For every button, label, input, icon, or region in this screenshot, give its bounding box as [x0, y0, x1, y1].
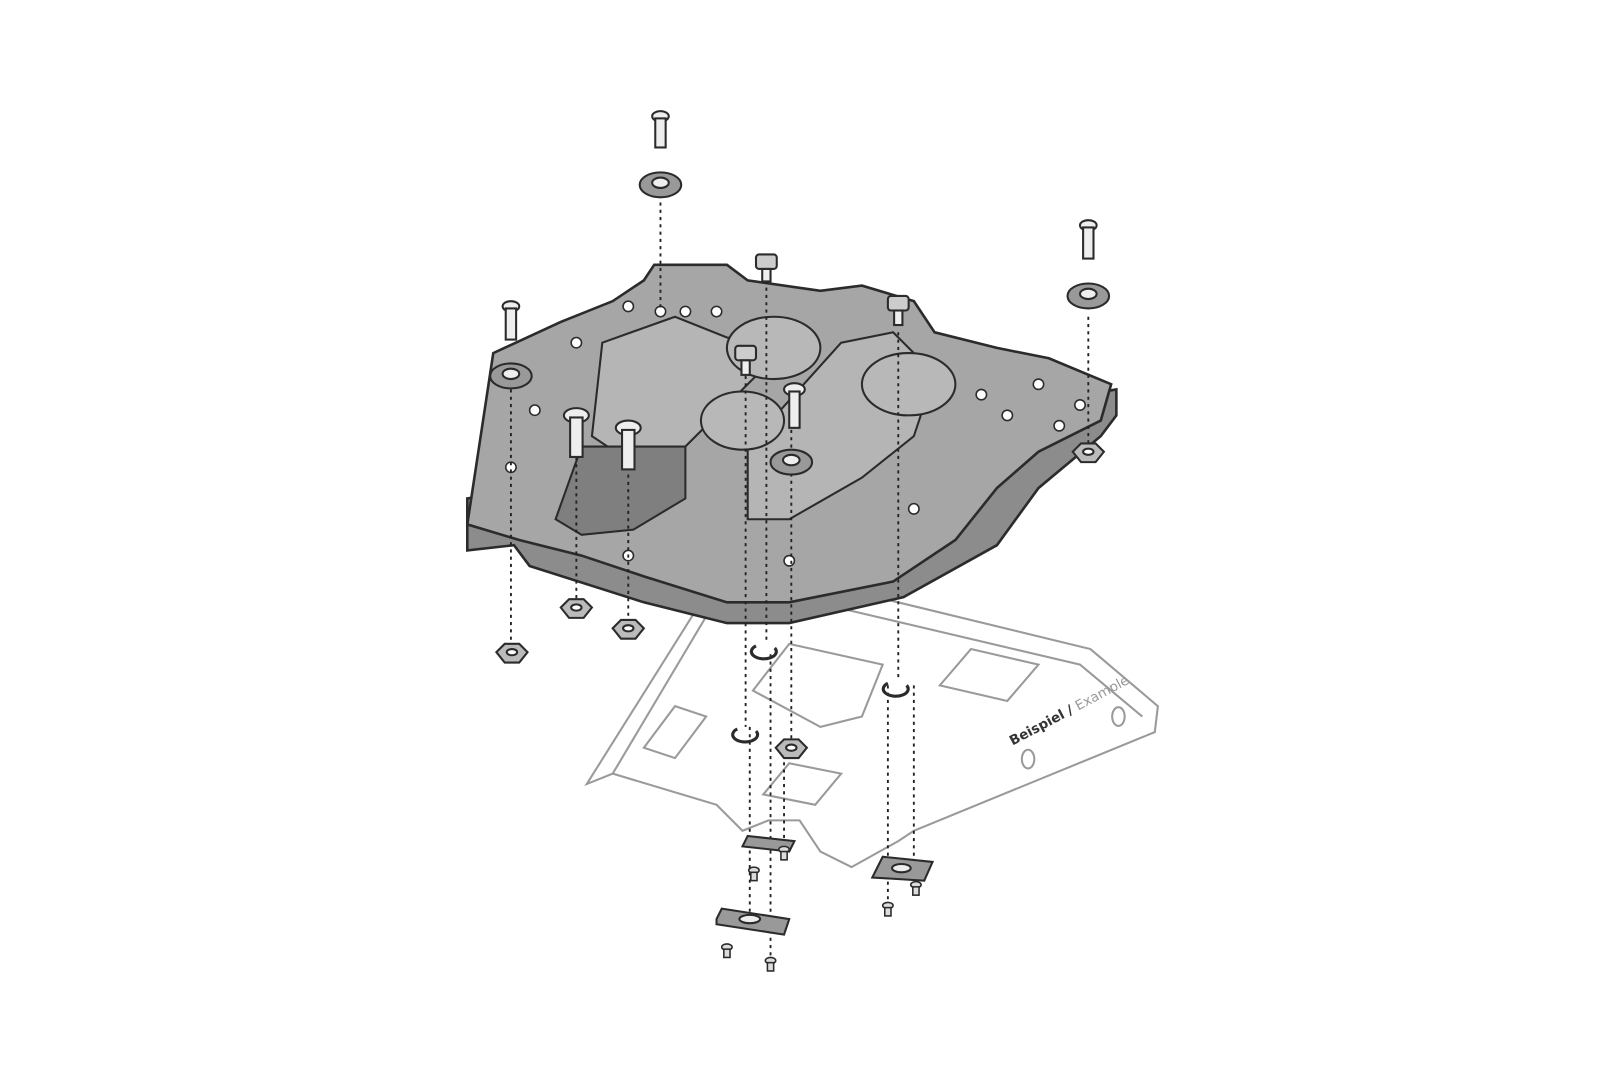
nut-icon: [611, 618, 646, 640]
screw-icon: [651, 110, 670, 149]
knob-screw-icon: [754, 253, 778, 283]
luggage-rack: [584, 559, 1159, 869]
nut-icon: [559, 598, 594, 619]
grommet-icon: [489, 362, 533, 390]
small-screws: [720, 845, 922, 972]
nuts: [494, 442, 1106, 760]
small-screw-icon: [778, 845, 791, 861]
nut-icon: [1071, 442, 1106, 464]
small-screw-icon: [881, 901, 894, 917]
clamp-plate-icon: [715, 907, 791, 936]
circlips: [731, 644, 910, 744]
knob-screw-icon: [886, 294, 910, 327]
grommet-icon: [638, 171, 683, 199]
screw-icon: [1078, 219, 1098, 260]
nut-icon: [774, 738, 809, 760]
screw-icon: [614, 419, 642, 471]
label-separator: /: [1060, 700, 1080, 721]
circlip-icon: [749, 644, 778, 661]
screw-icon: [783, 382, 806, 429]
screw-icon: [562, 407, 590, 458]
nut-icon: [494, 642, 529, 664]
circlip-icon: [731, 727, 760, 744]
screw-icon: [501, 300, 521, 341]
small-screw-icon: [909, 880, 922, 896]
grommet-icon: [1066, 282, 1111, 310]
label-example: Example: [1073, 673, 1132, 715]
grommet-icon: [769, 448, 814, 476]
screws: [501, 110, 1098, 471]
clamp-plate-icon: [870, 855, 935, 882]
grommets: [489, 171, 1111, 476]
small-screw-icon: [764, 956, 777, 972]
plate-holes: [504, 300, 1086, 567]
label-beispiel: Beispiel: [1007, 707, 1068, 749]
small-screw-icon: [747, 866, 760, 882]
circlip-icon: [881, 681, 910, 698]
small-screw-icon: [720, 943, 733, 959]
knob-screw-icon: [734, 344, 758, 376]
